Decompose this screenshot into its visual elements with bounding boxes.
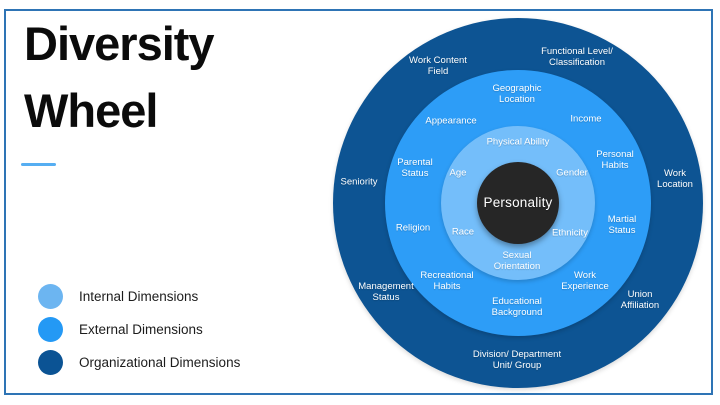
legend-label: External Dimensions (79, 322, 203, 337)
external-dimensions-swatch-icon (38, 317, 63, 342)
legend-label: Internal Dimensions (79, 289, 199, 304)
wheel-label: Appearance (425, 115, 477, 127)
page-title: Diversity Wheel (24, 17, 215, 137)
legend: Internal Dimensions External Dimensions … (38, 284, 338, 383)
wheel-label: Martial Status (607, 214, 637, 236)
wheel-label: Ethnicity (552, 227, 588, 239)
legend-item-internal: Internal Dimensions (38, 284, 338, 309)
wheel-label: Geographic Location (492, 83, 542, 105)
personality-core-circle (477, 162, 559, 244)
legend-item-organizational: Organizational Dimensions (38, 350, 338, 375)
wheel-label: Work Experience (561, 270, 609, 292)
wheel-label: Religion (395, 222, 431, 234)
wheel-label: Recreational Habits (420, 270, 474, 292)
wheel-label: Age (449, 167, 467, 179)
wheel-label: Gender (556, 167, 588, 179)
wheel-label: Union Affiliation (620, 289, 660, 311)
internal-dimensions-swatch-icon (38, 284, 63, 309)
wheel-label: Work Location (657, 168, 693, 190)
legend-item-external: External Dimensions (38, 317, 338, 342)
wheel-label: Sexual Orientation (493, 250, 541, 272)
wheel-label: Educational Background (491, 296, 543, 318)
wheel-core-label: Personality (483, 195, 553, 211)
wheel-label: Division/ Department Unit/ Group (472, 349, 562, 371)
wheel-label: Functional Level/ Classification (541, 46, 613, 68)
wheel-label: Seniority (340, 176, 378, 188)
wheel-label: Work Content Field (409, 55, 467, 77)
wheel-label: Physical Ability (486, 136, 550, 148)
wheel-label: Income (570, 113, 602, 125)
wheel-label: Management Status (358, 281, 414, 303)
slide-border-frame (4, 9, 713, 395)
wheel-label: Personal Habits (596, 149, 634, 171)
wheel-label: Parental Status (397, 157, 433, 179)
organizational-dimensions-swatch-icon (38, 350, 63, 375)
legend-label: Organizational Dimensions (79, 355, 241, 370)
title-underline-accent (21, 163, 56, 166)
wheel-label: Race (451, 226, 475, 238)
